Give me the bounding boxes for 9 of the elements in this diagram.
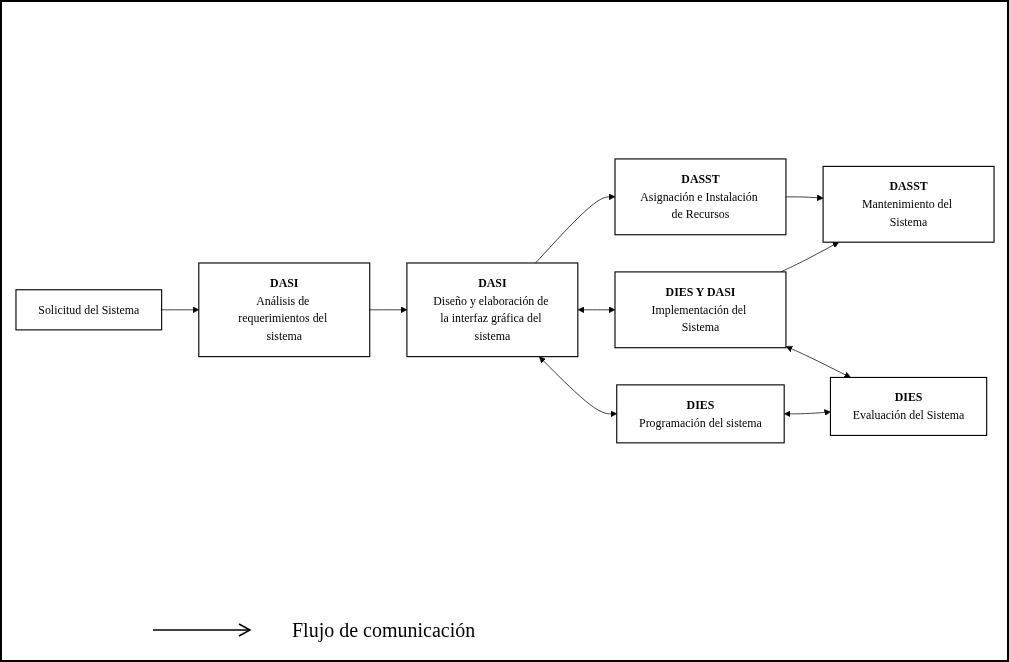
node-box: DASST Mantenimiento del Sistema xyxy=(822,165,995,243)
node-box: DIES Evaluación del Sistema xyxy=(829,377,987,437)
node-box: DASI Análisis de requerimientos del sistema xyxy=(197,262,370,358)
legend-text: Flujo de comunicación xyxy=(292,618,476,642)
node-box: DASI Diseño y elaboración de la interfaz gráfica del sistema xyxy=(405,262,578,358)
node-box: DIES Programación del sistema xyxy=(615,384,785,444)
node-box: Solicitud del Sistema xyxy=(14,289,162,331)
node-box: DASST Asignación e Instalación de Recursos xyxy=(613,158,786,236)
node-box: DIES Y DASI Implementación del Sistema xyxy=(613,271,786,349)
